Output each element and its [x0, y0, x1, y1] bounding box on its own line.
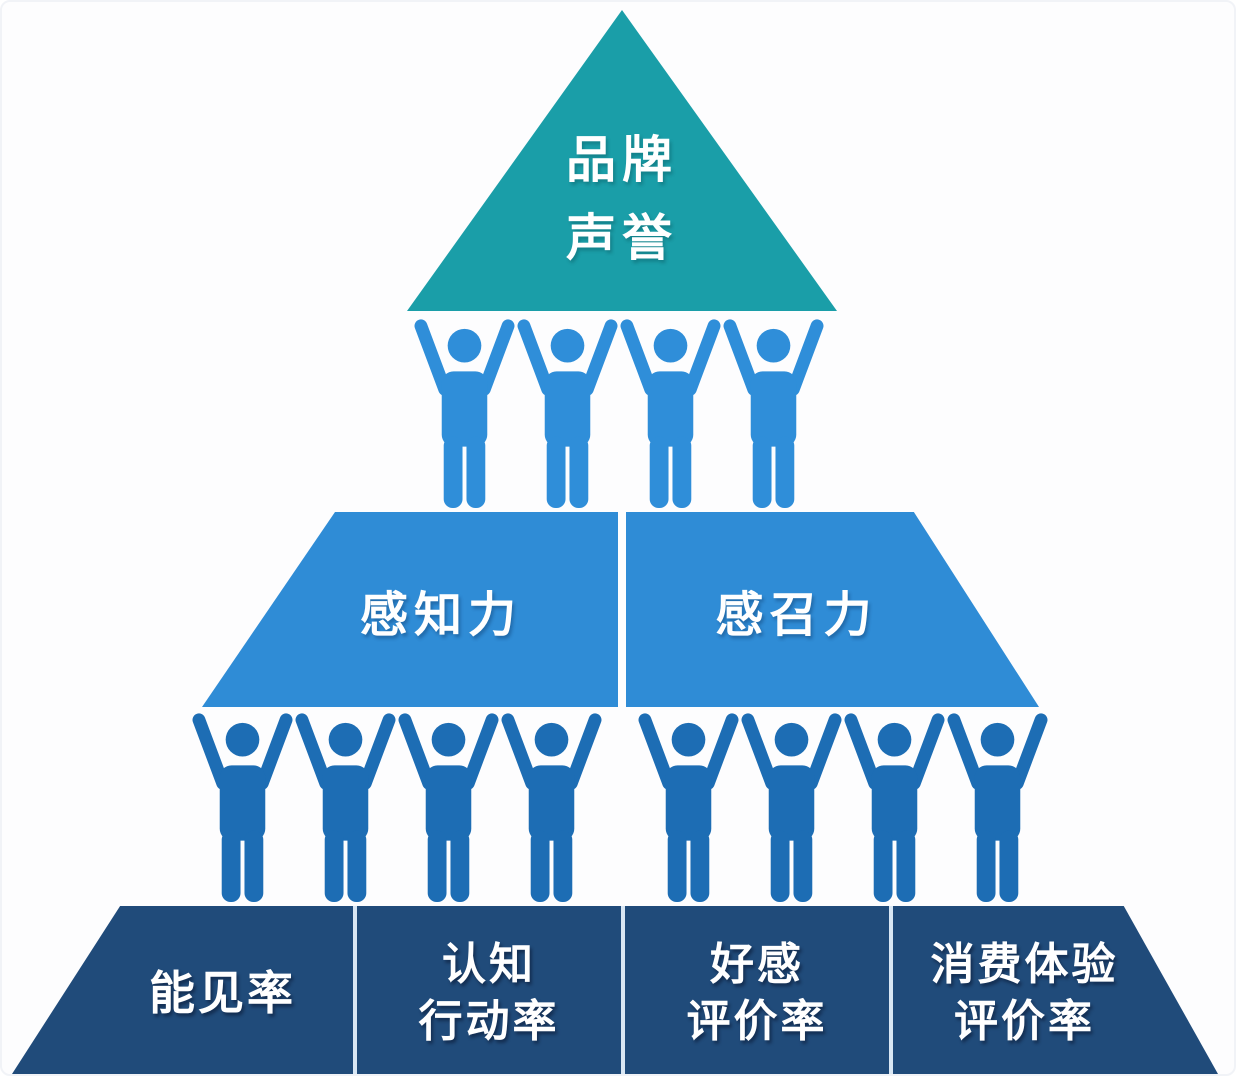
supporters-row-lower-left: [191, 706, 603, 904]
pyramid-top-label-line-2: 声誉: [566, 209, 678, 267]
person-raised-arms-icon: [500, 706, 603, 904]
base-block-2-label-line-1: 认知: [442, 939, 536, 990]
pyramid-top-triangle: 品牌 声誉: [407, 10, 837, 311]
mid-left-label: 感知力: [359, 586, 522, 643]
base-block-recognition-action-rate: 认知 行动率: [357, 906, 621, 1074]
base-block-consumer-experience-evaluation-rate: 消费体验 评价率: [893, 906, 1218, 1074]
base-block-2-label-line-2: 行动率: [418, 996, 560, 1047]
base-block-4-label-line-1: 消费体验: [930, 939, 1119, 990]
person-raised-arms-icon: [722, 312, 825, 510]
person-raised-arms-icon: [740, 706, 843, 904]
base-divider-3: [889, 906, 893, 1074]
base-divider-1: [353, 906, 357, 1074]
base-block-visibility-rate: 能见率: [12, 906, 353, 1074]
person-raised-arms-icon: [516, 312, 619, 510]
base-divider-2: [621, 906, 625, 1074]
base-block-favorable-evaluation-rate: 好感 评价率: [625, 906, 889, 1074]
person-raised-arms-icon: [619, 312, 722, 510]
pyramid-mid-block-left: 感知力: [202, 512, 618, 707]
supporters-row-upper: [413, 312, 825, 510]
person-raised-arms-icon: [191, 706, 294, 904]
supporters-row-lower-right: [637, 706, 1049, 904]
pyramid-mid-block-right: 感召力: [626, 512, 1039, 707]
person-raised-arms-icon: [397, 706, 500, 904]
pyramid-top-label: 品牌 声誉: [407, 121, 837, 277]
person-raised-arms-icon: [946, 706, 1049, 904]
person-raised-arms-icon: [294, 706, 397, 904]
person-raised-arms-icon: [413, 312, 516, 510]
base-block-3-label-line-2: 评价率: [686, 996, 828, 1047]
base-block-4-label-line-2: 评价率: [954, 996, 1095, 1047]
person-raised-arms-icon: [637, 706, 740, 904]
mid-right-label: 感召力: [715, 586, 878, 643]
base-block-3-label-line-1: 好感: [710, 939, 804, 990]
person-raised-arms-icon: [843, 706, 946, 904]
base-block-1-label-line-1: 能见率: [149, 965, 296, 1020]
pyramid-top-label-line-1: 品牌: [566, 131, 678, 189]
